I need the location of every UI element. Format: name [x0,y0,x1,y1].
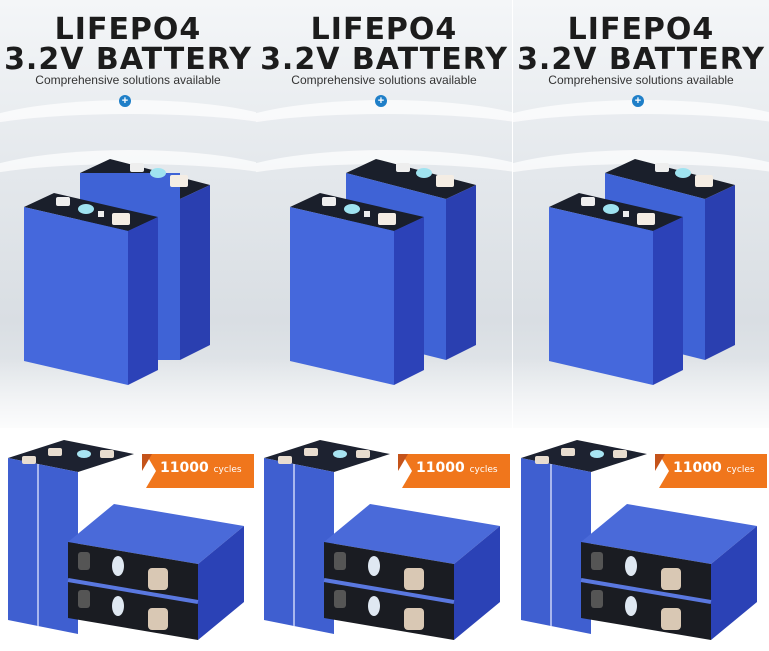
battery-pair-image [549,159,735,385]
background-wave [256,100,512,174]
badge-arrow-shape [655,454,767,488]
plus-icon: + [632,95,644,107]
poster-subtitle: Comprehensive solutions available [35,73,221,87]
cycles-badge: 11000 cycles [142,452,254,490]
battery-poster-panel-2: LIFEPO4 3.2V BATTERY Comprehensive solut… [256,0,512,428]
poster-title-line1: LIFEPO4 [567,12,715,47]
battery-stack-panel-3: 11000 cycles [513,428,769,651]
background-wave [513,100,769,174]
battery-stack-panel-2: 11000 cycles [256,428,512,651]
background-wave [256,150,512,224]
cycles-unit: cycles [213,465,242,475]
cycles-badge-text: 11000 cycles [160,460,242,476]
poster-title-line1: LIFEPO4 [54,12,202,47]
cycles-badge: 11000 cycles [398,452,510,490]
battery-stack-panel-1: 11000 cycles [0,428,256,651]
cycles-badge-text: 11000 cycles [673,460,755,476]
battery-stack-image [264,440,500,640]
poster-title-line2: 3.2V BATTERY [517,42,765,77]
poster-title-line2: 3.2V BATTERY [4,42,252,77]
battery-stack-image [8,440,244,640]
plus-icon: + [375,95,387,107]
poster-title-line1: LIFEPO4 [310,12,458,47]
cycles-number: 11000 [416,460,465,476]
battery-poster-panel-1: LIFEPO4 3.2V BATTERY Comprehensive solut… [0,0,256,428]
background-wave [513,150,769,224]
battery-pair-image [290,159,476,385]
badge-arrow-shape [398,454,510,488]
cycles-number: 11000 [673,460,722,476]
cycles-unit: cycles [469,465,498,475]
poster-subtitle: Comprehensive solutions available [291,73,477,87]
battery-poster-panel-3: LIFEPO4 3.2V BATTERY Comprehensive solut… [513,0,769,428]
cycles-badge: 11000 cycles [655,452,767,490]
battery-pair-image [24,159,210,385]
plus-icon: + [119,95,131,107]
badge-arrow-shape [142,454,254,488]
poster-title-line2: 3.2V BATTERY [260,42,508,77]
cycles-unit: cycles [726,465,755,475]
background-wave [0,150,256,224]
cycles-number: 11000 [160,460,209,476]
cycles-badge-text: 11000 cycles [416,460,498,476]
background-wave [0,100,256,174]
battery-stack-image [521,440,757,640]
poster-subtitle: Comprehensive solutions available [548,73,734,87]
